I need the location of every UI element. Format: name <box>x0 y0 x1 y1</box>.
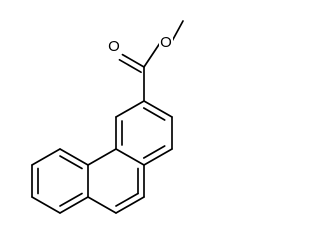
ring-a-bond-6 <box>115 100 145 118</box>
ring-a-inner-bond-2 <box>142 145 166 159</box>
ring-a-bond-4 <box>115 148 145 166</box>
ring-c-bond-5 <box>59 196 89 214</box>
ring-c-inner-bond-3 <box>59 192 83 207</box>
carbonyl-carbon-ester-oxygen-bond <box>143 42 161 68</box>
ring-b-inner-bond-1 <box>115 192 139 207</box>
carbonyl-double-bond-a <box>121 53 145 68</box>
ring-b-bond-4 <box>115 196 145 214</box>
ring-b-bond-1 <box>87 148 117 166</box>
atom-labels: O O <box>107 33 173 55</box>
ring-a-inner-bond-1 <box>142 107 166 121</box>
ring-c-bond-2 <box>31 148 61 166</box>
ring-c-bond-4 <box>31 196 61 214</box>
bonds <box>31 20 184 214</box>
carbonyl-oxygen-label: O <box>108 38 120 55</box>
ring-c-inner-bond-1 <box>59 155 83 170</box>
ring-c-bond-1 <box>59 148 89 166</box>
ring-a-bond-1 <box>143 100 173 118</box>
carbonyl-double-bond-b <box>118 58 142 74</box>
ring-b-bond-3 <box>87 196 117 214</box>
molecule-structure: O O <box>31 20 184 214</box>
ester-oxygen-label: O <box>160 34 172 51</box>
ring-a-bond-3 <box>143 148 173 166</box>
